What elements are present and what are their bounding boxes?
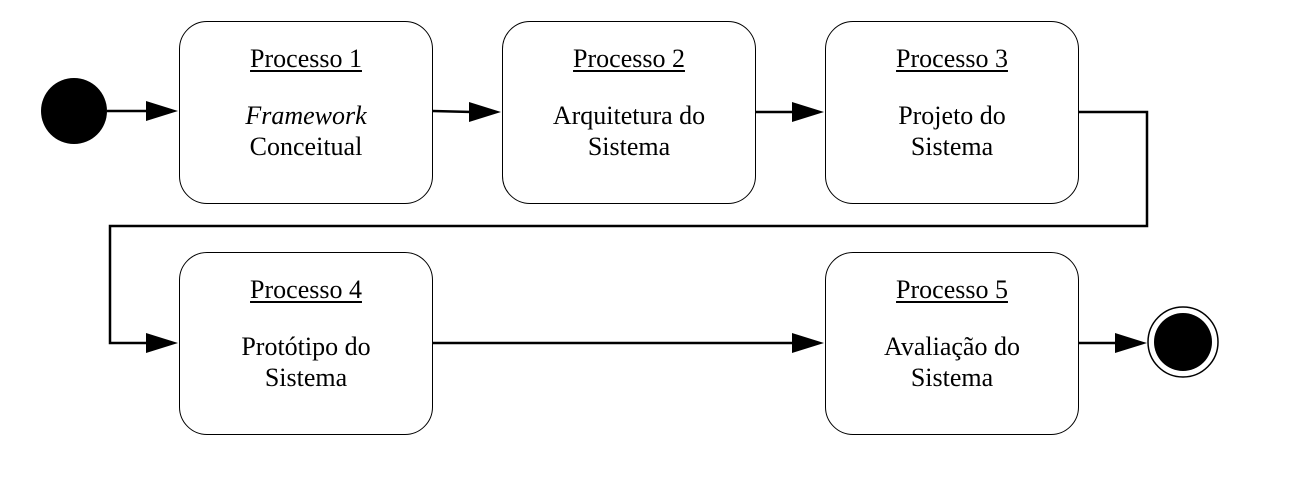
process-3-line2: Sistema [910, 132, 994, 161]
process-3-body: Projeto do Sistema [826, 100, 1078, 162]
process-3-title: Processo 3 [896, 44, 1008, 73]
process-1-body: Framework Conceitual [180, 100, 432, 162]
process-2-title: Processo 2 [573, 44, 685, 73]
process-5-title: Processo 5 [896, 275, 1008, 304]
arrow-p2-to-p3-head [792, 102, 824, 122]
process-4-title: Processo 4 [250, 275, 362, 304]
process-5-line2: Sistema [910, 363, 994, 392]
arrow-p1-to-p2 [432, 109, 473, 114]
process-1-line2: Conceitual [249, 132, 363, 161]
process-4-body: Protótipo do Sistema [180, 331, 432, 393]
process-2-box: Processo 2 Arquitetura do Sistema [502, 21, 756, 204]
process-4-box: Processo 4 Protótipo do Sistema [179, 252, 433, 435]
arrow-p3-to-p4-head [146, 333, 178, 353]
process-1-box: Processo 1 Framework Conceitual [179, 21, 433, 204]
process-2-body: Arquitetura do Sistema [503, 100, 755, 162]
process-1-line1: Framework [245, 101, 367, 130]
arrow-p3-to-p4 [108, 110, 1149, 345]
process-2-line2: Sistema [587, 132, 671, 161]
arrow-p1-to-p2-head [469, 102, 501, 122]
process-1-title: Processo 1 [250, 44, 362, 73]
start-node [41, 78, 107, 144]
process-4-line2: Sistema [264, 363, 348, 392]
process-3-line1: Projeto do [898, 101, 1006, 130]
end-node-core [1154, 313, 1212, 371]
arrow-p4-to-p5-head [792, 333, 824, 353]
process-4-line1: Protótipo do [241, 332, 371, 361]
process-5-line1: Avaliação do [884, 332, 1020, 361]
arrow-start-to-p1-head [146, 101, 178, 121]
process-3-box: Processo 3 Projeto do Sistema [825, 21, 1079, 204]
process-2-line1: Arquitetura do [552, 101, 706, 130]
process-5-box: Processo 5 Avaliação do Sistema [825, 252, 1079, 435]
arrow-p5-to-end-head [1115, 333, 1147, 353]
process-5-body: Avaliação do Sistema [826, 331, 1078, 393]
